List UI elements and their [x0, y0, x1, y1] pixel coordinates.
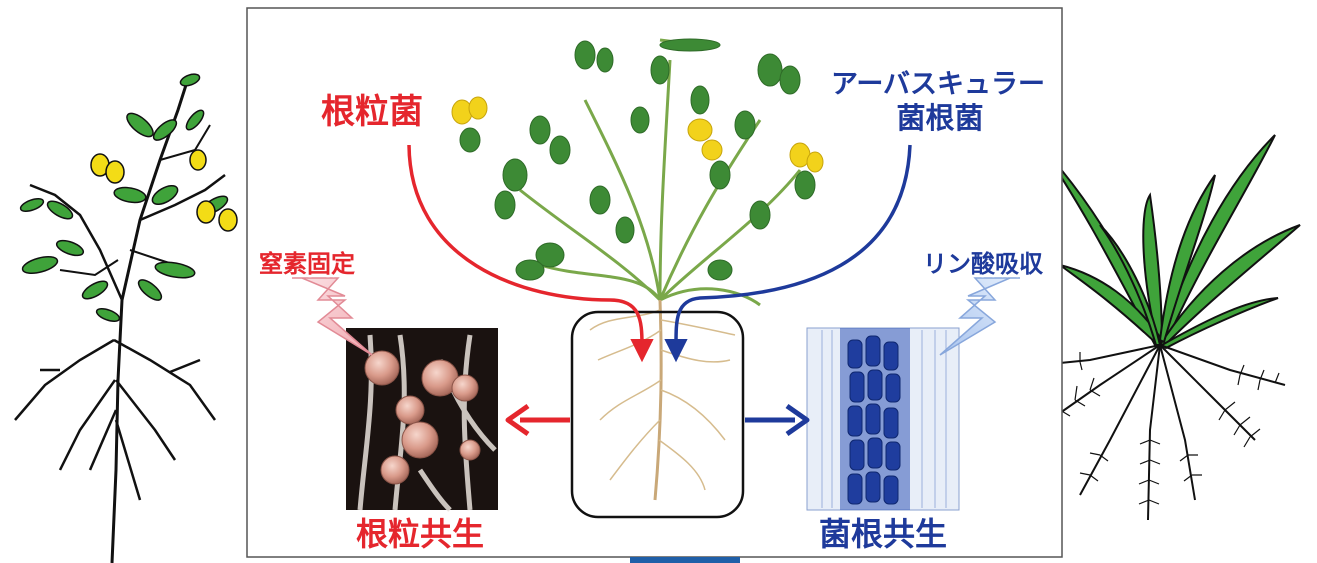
nodule-photo	[346, 328, 498, 510]
nodule-symbiosis-label: 根粒共生	[356, 515, 484, 553]
phosphate-uptake-label: リン酸吸収	[923, 250, 1044, 278]
nitrogen-fixation-label: 窒素固定	[259, 250, 355, 278]
mycorrhiza-photo	[807, 328, 959, 510]
mycorrhizal-symbiosis-label: 菌根共生	[819, 515, 947, 553]
rhizobia-label: 根粒菌	[321, 92, 423, 132]
amf-label-line1: アーバスキュラー	[831, 69, 1045, 100]
amf-label-line2: 菌根菌	[896, 101, 983, 135]
bottom-accent-bar	[630, 557, 740, 563]
legume-plant-drawing	[15, 72, 237, 563]
